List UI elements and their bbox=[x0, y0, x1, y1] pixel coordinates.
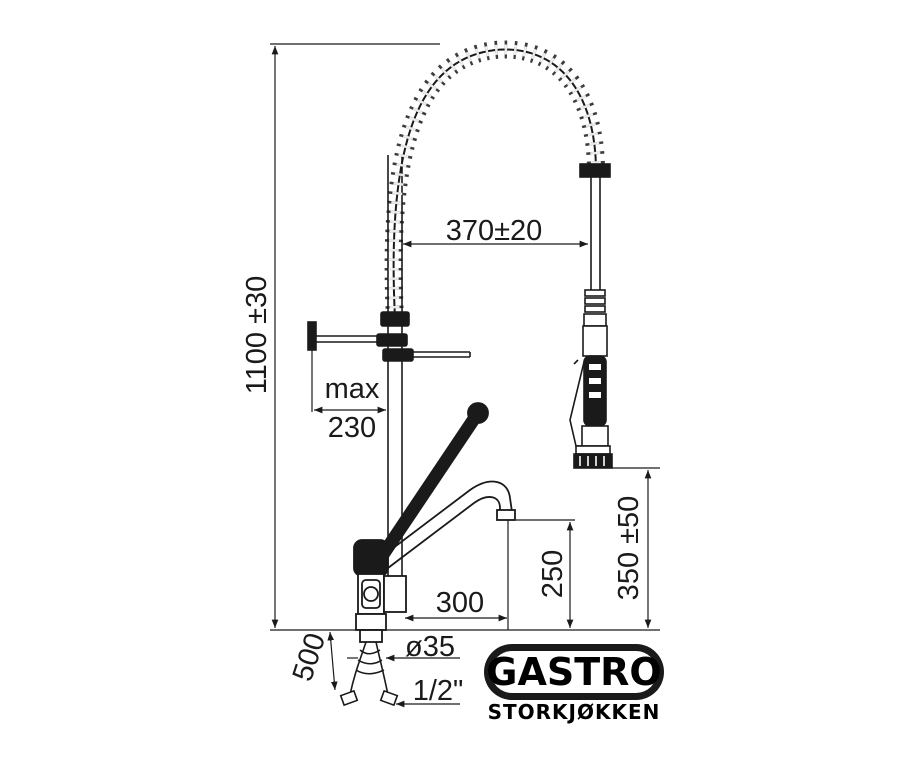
hose-length-label: 500 bbox=[287, 629, 332, 685]
spring-coil bbox=[384, 40, 605, 319]
logo-name: GASTRO bbox=[486, 650, 661, 694]
swivel-spout bbox=[379, 480, 516, 569]
dimension-lines bbox=[270, 43, 660, 708]
spray-hose bbox=[579, 163, 611, 290]
diameter-label: ø35 bbox=[405, 631, 455, 663]
hose-reach-label: 370±20 bbox=[446, 215, 543, 247]
spout-height-label: 250 bbox=[537, 550, 569, 598]
thread-label: 1/2" bbox=[413, 675, 464, 707]
max-label: max bbox=[325, 373, 380, 405]
max-value-label: 230 bbox=[328, 412, 376, 444]
logo-subtitle: STORKJØKKEN bbox=[488, 700, 661, 724]
spray-height-label: 350 ±50 bbox=[613, 496, 645, 601]
supply-hoses bbox=[339, 641, 399, 707]
wall-bracket bbox=[307, 311, 471, 362]
gastro-logo: GASTRO STORKJØKKEN bbox=[484, 644, 664, 724]
mixer-body bbox=[353, 402, 489, 643]
spray-valve bbox=[569, 289, 613, 469]
spout-reach-label: 300 bbox=[436, 587, 484, 619]
total-height-label: 1100 ±30 bbox=[241, 276, 273, 395]
